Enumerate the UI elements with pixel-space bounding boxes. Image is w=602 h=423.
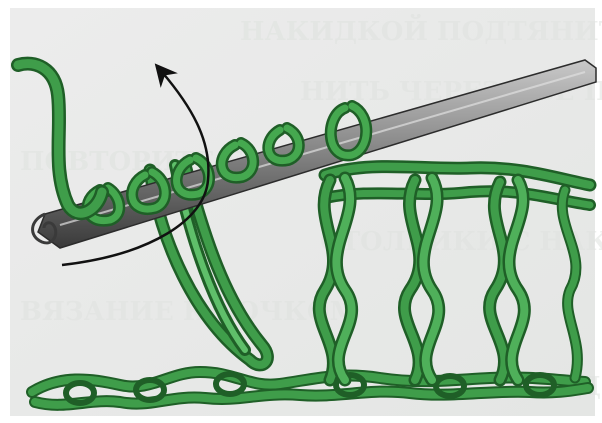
background-text-line: НАКИДКОЙ ПОДТЯНИТЕ bbox=[240, 14, 602, 47]
background-text-line: ВЯЗАНИЕ КРЮЧКОМ bbox=[20, 297, 358, 327]
background-text-line: СТОЛБИКИ С НАКИДОМ bbox=[320, 227, 602, 257]
